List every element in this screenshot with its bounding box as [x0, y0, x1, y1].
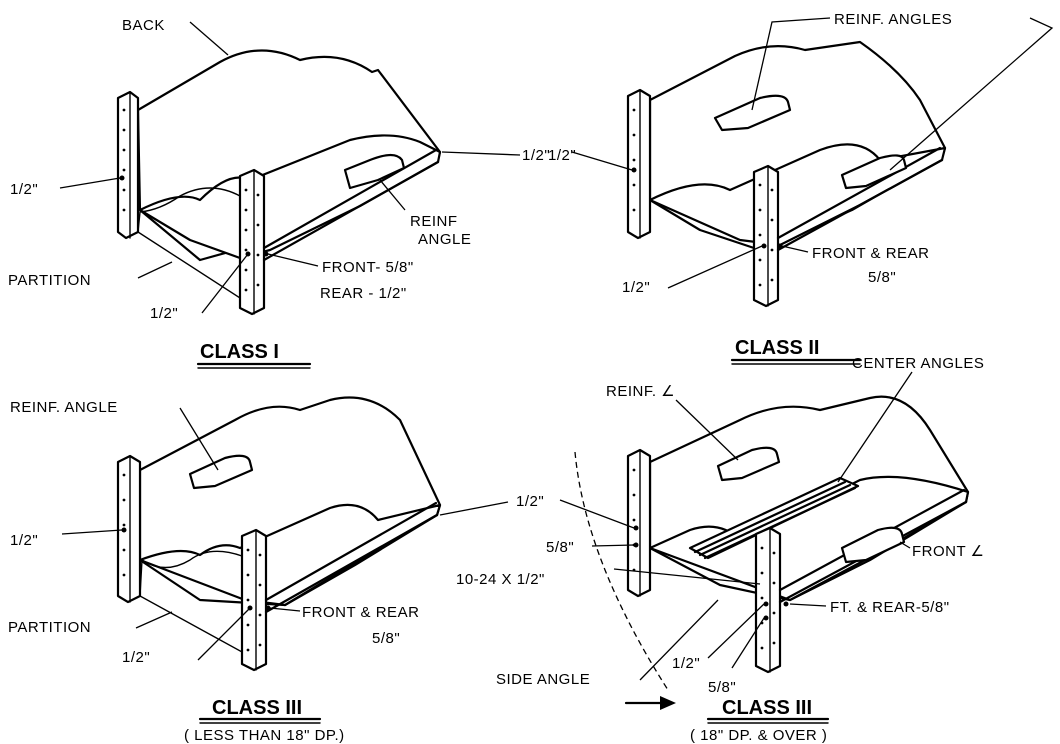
class-3b-front-half-label: 1/2"	[672, 655, 700, 672]
class-3b-title: CLASS III	[722, 697, 812, 719]
class-2-reinf-angle-front	[840, 154, 908, 190]
class-1-right-edge-label: 1/2"	[522, 147, 550, 164]
class-1-left-post-label: 1/2"	[10, 181, 38, 198]
arrow-head-icon	[660, 696, 676, 710]
class-2-reinf-angles-label: REINF. ANGLES	[834, 11, 952, 28]
class-1-drawing: BACK 1/2" 1/2" REINF ANGLE PARTITION 1/2…	[8, 17, 550, 369]
class-1-front-rear-label-1: FRONT- 5/8"	[322, 259, 414, 276]
class-3a-title: CLASS III	[212, 697, 302, 719]
class-2-left-post-label: 1/2"	[548, 147, 576, 164]
class-2-front-rear-label-2: 5/8"	[868, 269, 896, 286]
class-3b-reinf-l-label: REINF. ∠	[606, 383, 675, 400]
class-3a-front-rear-label-2: 5/8"	[372, 630, 400, 647]
class-3a-front-post	[240, 528, 268, 672]
class-2-front-post	[752, 164, 780, 308]
class-1-front-post-label: 1/2"	[150, 305, 178, 322]
class-2-front-rear-label-1: FRONT & REAR	[812, 245, 929, 262]
class-3b-center-angles-label: CENTER ANGLES	[852, 355, 984, 372]
class-2-left-post	[626, 88, 652, 240]
class-3b-screw-label: 10-24 X 1/2"	[456, 571, 545, 588]
class-1-partition-label: PARTITION	[8, 272, 91, 289]
class-3b-reinf-angle	[716, 446, 781, 482]
class-3a-partition-label: PARTITION	[8, 619, 91, 636]
class-3a-front-rear-label-1: FRONT & REAR	[302, 604, 419, 621]
class-1-back-label: BACK	[122, 17, 165, 34]
class-3b-front-l-label: FRONT ∠	[912, 543, 985, 560]
class-2-front-post-label: 1/2"	[622, 279, 650, 296]
class-3b-shelf-plate	[648, 475, 970, 602]
class-3a-shelf-plate	[138, 503, 442, 607]
class-3a-drawing: REINF. ANGLE 1/2" PARTITION 1/2" FRONT &…	[8, 396, 509, 744]
class-3b-subtitle: ( 18" DP. & OVER )	[690, 727, 827, 744]
class-3b-side-angle-label: SIDE ANGLE	[496, 671, 590, 688]
class-3b-front-post	[754, 526, 782, 674]
class-3b-ft-rear-label: FT. & REAR-5/8"	[830, 599, 950, 616]
class-1-reinf-label: REINF	[410, 213, 458, 230]
class-1-partition	[137, 187, 241, 300]
class-3b-drawing: REINF. ∠ CENTER ANGLES 1/2" 5/8" FRONT ∠…	[456, 355, 985, 744]
class-1-left-post	[116, 90, 140, 240]
class-3b-left-post	[626, 448, 652, 598]
class-1-title: CLASS I	[200, 341, 279, 363]
class-3a-left-post	[116, 454, 142, 604]
class-1-front-rear-label-2: REAR - 1/2"	[320, 285, 407, 302]
class-3a-front-post-label: 1/2"	[122, 649, 150, 666]
class-3b-front-angle	[840, 526, 906, 564]
class-2-drawing: REINF. ANGLES 1/2" 1/2" FRONT & REAR 5/8…	[548, 11, 1054, 365]
class-2-reinf-angle-back	[713, 94, 792, 132]
class-3a-reinf-angle-label: REINF. ANGLE	[10, 399, 118, 416]
class-3a-subtitle: ( LESS THAN 18" DP.)	[184, 727, 345, 744]
class-3a-reinf-angle	[188, 454, 254, 490]
class-1-front-post	[238, 168, 266, 316]
class-3b-right-edge-label: 1/2"	[516, 493, 544, 510]
class-3a-left-post-label: 1/2"	[10, 532, 38, 549]
class-1-reinf-angle	[343, 153, 406, 190]
class-3b-post-upper-label: 5/8"	[546, 539, 574, 556]
class-2-title: CLASS II	[735, 337, 819, 359]
class-1-angle-label: ANGLE	[418, 231, 471, 248]
class-3b-front-58-label: 5/8"	[708, 679, 736, 696]
